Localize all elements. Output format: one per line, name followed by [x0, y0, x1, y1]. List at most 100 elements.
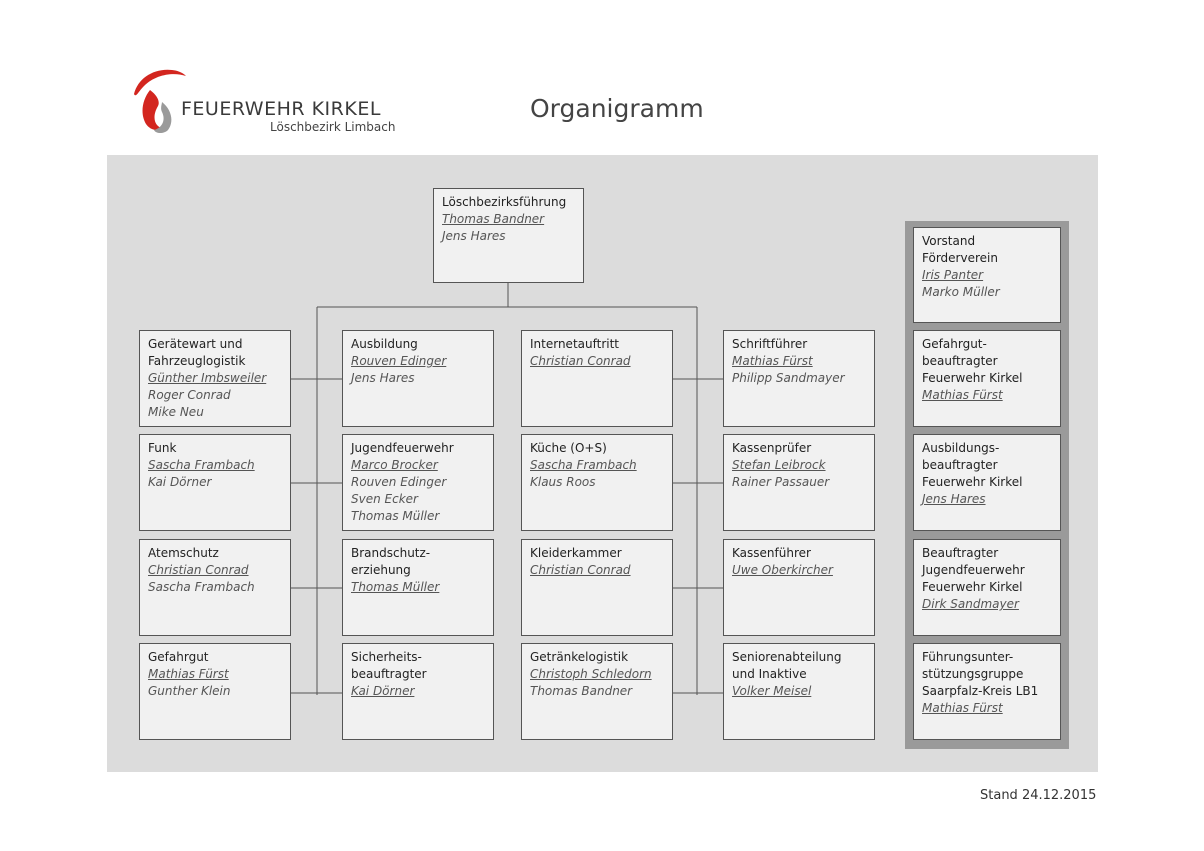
person-name: Marco Brocker — [351, 458, 438, 472]
person-name: Jens Hares — [351, 371, 415, 385]
box-title: Förderverein — [922, 251, 998, 265]
person-name: Iris Panter — [922, 268, 984, 282]
person-name: Mathias Fürst — [732, 354, 813, 368]
box-title: Schriftführer — [732, 337, 808, 351]
box-title: Küche (O+S) — [530, 441, 607, 455]
box-title: Brandschutz- — [351, 546, 431, 560]
box-title: Ausbildungs- — [922, 441, 1000, 455]
box-title: Atemschutz — [148, 546, 219, 560]
person-name: Sascha Frambach — [148, 580, 255, 594]
box-title: Feuerwehr Kirkel — [922, 475, 1023, 489]
person-name: Christoph Schledorn — [530, 667, 652, 681]
box-title: Gefahrgut- — [922, 337, 987, 351]
person-name: Mathias Fürst — [148, 667, 229, 681]
person-name: Dirk Sandmayer — [922, 597, 1019, 611]
stand-date: Stand 24.12.2015 — [980, 788, 1097, 803]
logo: FEUERWEHR KIRKEL Löschbezirk Limbach — [128, 66, 398, 140]
box-title: Getränkelogistik — [530, 650, 629, 664]
box-title: und Inaktive — [732, 667, 807, 681]
logo-subtitle: Löschbezirk Limbach — [270, 120, 396, 134]
person-name: Rouven Edinger — [351, 354, 447, 368]
box-title: Löschbezirksführung — [442, 195, 567, 209]
person-name: Jens Hares — [442, 229, 506, 243]
person-name: Rouven Edinger — [351, 475, 447, 489]
person-name: Jens Hares — [922, 492, 986, 506]
person-name: Thomas Bandner — [442, 212, 545, 226]
person-name: Thomas Müller — [351, 580, 440, 594]
box-title: stützungsgruppe — [922, 667, 1024, 681]
box-title: Gefahrgut — [148, 650, 209, 664]
box-title: Saarpfalz-Kreis LB1 — [922, 684, 1039, 698]
person-name: Roger Conrad — [148, 388, 231, 402]
person-name: Sascha Frambach — [148, 458, 255, 472]
box-title: Beauftragter — [922, 546, 999, 560]
box-title: Seniorenabteilung — [732, 650, 842, 664]
person-name: Thomas Bandner — [530, 684, 633, 698]
person-name: Stefan Leibrock — [732, 458, 826, 472]
logo-name: FEUERWEHR KIRKEL — [181, 98, 381, 120]
person-name: Uwe Oberkircher — [732, 563, 833, 577]
person-name: Christian Conrad — [530, 563, 631, 577]
box-title: Vorstand — [922, 234, 976, 248]
person-name: Thomas Müller — [351, 509, 440, 523]
box-title: Führungsunter- — [922, 650, 1014, 664]
person-name: Sven Ecker — [351, 492, 418, 506]
box-title: beauftragter — [351, 667, 427, 681]
box-title: Sicherheits- — [351, 650, 422, 664]
box-title: Kassenprüfer — [732, 441, 812, 455]
person-name: Mathias Fürst — [922, 701, 1003, 715]
box-title: Kassenführer — [732, 546, 811, 560]
box-title: Feuerwehr Kirkel — [922, 580, 1023, 594]
person-name: Kai Dörner — [148, 475, 212, 489]
box-title: Gerätewart und — [148, 337, 243, 351]
box-title: Jugendfeuerwehr — [351, 441, 454, 455]
person-name: Mike Neu — [148, 405, 204, 419]
box-title: beauftragter — [922, 354, 998, 368]
person-name: Philipp Sandmayer — [732, 371, 845, 385]
box-title: Ausbildung — [351, 337, 418, 351]
box-title: erziehung — [351, 563, 411, 577]
box-title: Internetauftritt — [530, 337, 620, 351]
box-title: Fahrzeuglogistik — [148, 354, 246, 368]
box-title: Kleiderkammer — [530, 546, 622, 560]
box-title: Funk — [148, 441, 177, 455]
person-name: Kai Dörner — [351, 684, 415, 698]
person-name: Christian Conrad — [530, 354, 631, 368]
person-name: Günther Imbsweiler — [148, 371, 267, 385]
person-name: Volker Meisel — [732, 684, 812, 698]
person-name: Mathias Fürst — [922, 388, 1003, 402]
box-title: Feuerwehr Kirkel — [922, 371, 1023, 385]
connector-lines — [290, 283, 724, 695]
person-name: Rainer Passauer — [732, 475, 830, 489]
box-title: Jugendfeuerwehr — [922, 563, 1025, 577]
box-title: beauftragter — [922, 458, 998, 472]
flame-logo-icon — [134, 69, 186, 133]
person-name: Klaus Roos — [530, 475, 596, 489]
person-name: Marko Müller — [922, 285, 1000, 299]
page-title: Organigramm — [530, 94, 704, 123]
person-name: Gunther Klein — [148, 684, 231, 698]
